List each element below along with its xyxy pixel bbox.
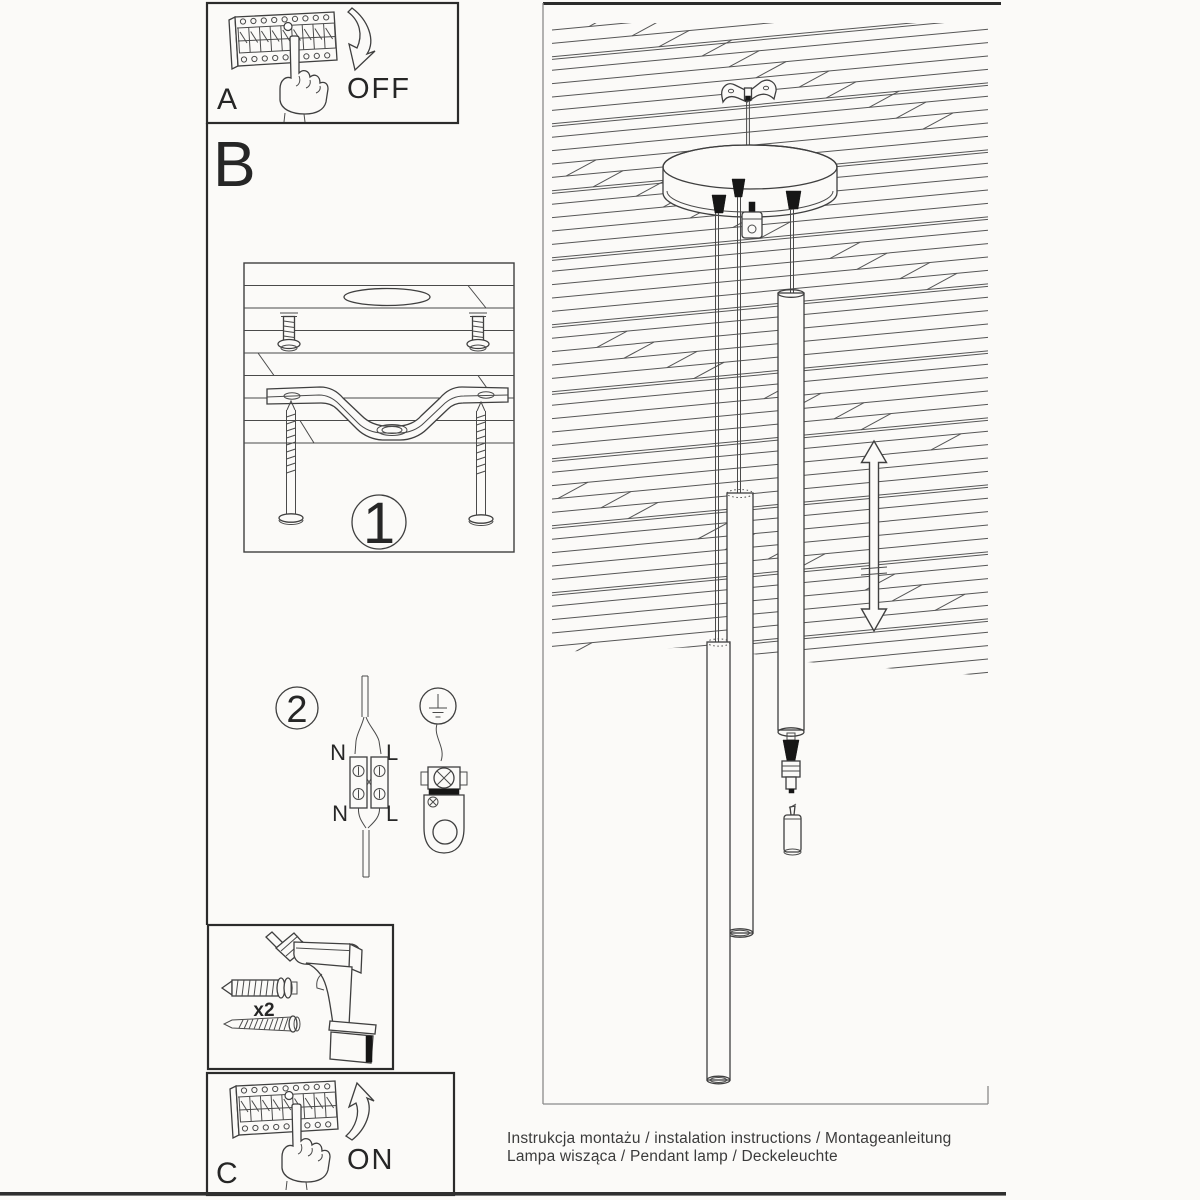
- wall-anchor-icon: [466, 312, 490, 352]
- lamp-cable: [357, 807, 381, 878]
- pendant-lamp-panel: [542, 2, 1001, 1105]
- footer-line1: Instrukcja montażu / instalation instruc…: [507, 1130, 951, 1147]
- height-adjust-arrow-icon: [860, 439, 888, 633]
- cord-grip-icon: [785, 190, 802, 210]
- mounting-bracket-icon: [266, 386, 509, 441]
- earth-clamp-icon: [420, 766, 468, 854]
- live-label-top: L: [386, 740, 398, 765]
- power-on-label: ON: [347, 1144, 395, 1176]
- neutral-label-bottom: N: [332, 801, 348, 826]
- pendant-tube-middle: [726, 489, 754, 938]
- turn-off-arrow-icon: [347, 7, 376, 72]
- earth-symbol-icon: [419, 687, 457, 725]
- dowel-icon: [220, 977, 298, 999]
- screw-icon: [222, 1015, 301, 1033]
- tools-box-border: [206, 923, 395, 1071]
- panel-b-label: B: [213, 128, 256, 200]
- pendant-tube-long: [706, 638, 731, 1085]
- footer-line2: Lampa wisząca / Pendant lamp / Deckeleuc…: [507, 1148, 838, 1165]
- step1-mounting-diagram: 1: [243, 262, 515, 556]
- panel-c-label: C: [216, 1157, 238, 1190]
- step2-number: 2: [286, 689, 307, 731]
- neutral-label-top: N: [330, 740, 346, 765]
- tools-box: x2: [206, 923, 395, 1071]
- cord-grip-icon: [731, 178, 746, 198]
- drill-icon: [265, 931, 377, 1064]
- terminal-block-icon: [349, 756, 389, 809]
- panel-c: C ON: [205, 1071, 456, 1197]
- step2-number-badge: [275, 686, 319, 730]
- panel-a: A OFF: [205, 1, 460, 125]
- live-label-bottom: L: [386, 801, 398, 826]
- ceiling-planks: [244, 285, 514, 444]
- earth-wire: [435, 723, 443, 762]
- suspension-cables: [715, 197, 794, 642]
- turn-on-arrow-icon: [344, 1081, 375, 1141]
- ceiling-plank-hatch: [552, 23, 988, 676]
- panel-a-border: [205, 1, 460, 125]
- cable-lock-icon: [741, 201, 763, 239]
- ceiling-bracket-icon: [721, 79, 777, 104]
- pendant-tube-right: [777, 289, 805, 737]
- step2-wiring-diagram: 2 N L N L: [275, 675, 468, 878]
- anchor-quantity-label: x2: [253, 1000, 274, 1021]
- footer: Instrukcja montażu / instalation instruc…: [0, 1130, 1006, 1196]
- lamp-holder-connector-icon: [781, 732, 801, 794]
- screw-icon: [278, 399, 304, 525]
- panel-b: B: [205, 123, 515, 1071]
- step1-number: 1: [363, 491, 395, 556]
- step1-number-badge: [351, 494, 407, 550]
- screw-icon: [468, 400, 494, 526]
- wall-anchor-icon: [277, 312, 301, 352]
- page-bottom-rule: [0, 1192, 1006, 1196]
- power-off-label: OFF: [347, 73, 411, 105]
- mains-cable: [354, 675, 382, 755]
- panel-a-label: A: [217, 83, 237, 116]
- cord-grip-icon: [711, 194, 727, 214]
- ceiling-hole: [343, 287, 431, 307]
- bulb-icon: [783, 803, 802, 856]
